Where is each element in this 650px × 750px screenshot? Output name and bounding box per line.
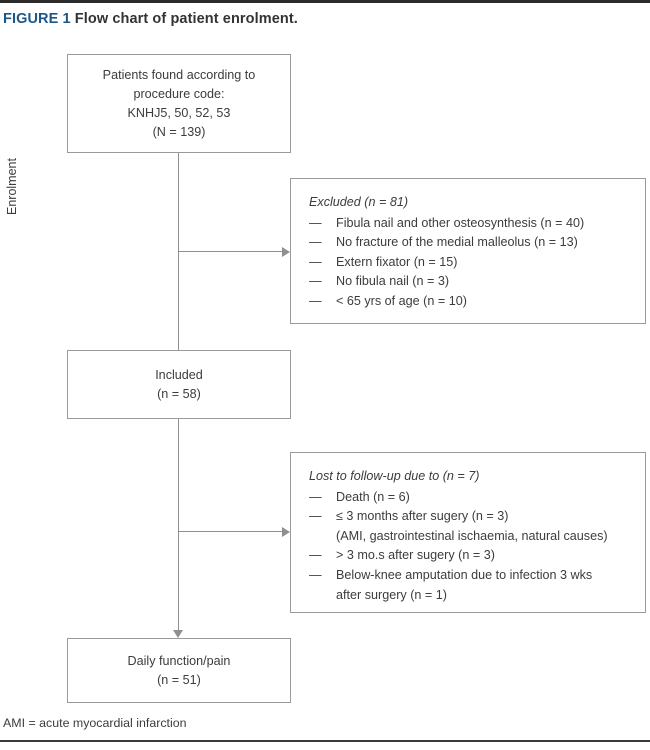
box-included-line-1: Included [155, 367, 203, 382]
box-lost-heading: Lost to follow-up due to (n = 7) [309, 469, 480, 483]
list-item-text: Below-knee amputation due to infection 3… [336, 567, 593, 582]
list-item: — < 65 yrs of age (n = 10) [309, 292, 631, 312]
dash-bullet-icon: — [309, 215, 322, 230]
list-item: — Below-knee amputation due to infection… [309, 566, 631, 605]
arrowhead-to-excluded-icon [282, 247, 290, 257]
list-item: — Fibula nail and other osteosynthesis (… [309, 214, 631, 234]
box-patients-found: Patients found according to procedure co… [67, 54, 291, 153]
box-patients-found-line-2: procedure code: [133, 86, 225, 101]
box-patients-found-line-4: (N = 139) [152, 124, 206, 139]
list-item: — No fibula nail (n = 3) [309, 272, 631, 292]
box-excluded: Excluded (n = 81) — Fibula nail and othe… [290, 178, 646, 324]
dash-bullet-icon: — [309, 235, 322, 250]
box-daily-function-pain: Daily function/pain (n = 51) [67, 638, 291, 703]
dash-bullet-icon: — [309, 293, 322, 308]
dash-bullet-icon: — [309, 567, 322, 582]
box-excluded-heading: Excluded (n = 81) [309, 195, 409, 209]
arrowhead-to-outcome-icon [173, 630, 183, 638]
figure-footnote: AMI = acute myocardial infarction [3, 716, 187, 730]
figure-caption: FIGURE 1 Flow chart of patient enrolment… [3, 11, 298, 27]
box-included-line-2: (n = 58) [157, 386, 201, 401]
list-item-continuation: after surgery (n = 1) [336, 587, 447, 602]
box-patients-found-line-1: Patients found according to [102, 67, 256, 82]
bottom-divider-rule [0, 740, 650, 742]
box-patients-found-line-3: KNHJ5, 50, 52, 53 [127, 105, 231, 120]
connector-included-to-outcome [178, 419, 179, 630]
box-lost-list: — Death (n = 6) — ≤ 3 months after suger… [309, 488, 631, 606]
enrolment-axis-label: Enrolment [5, 158, 19, 215]
box-outcome-line-1: Daily function/pain [127, 653, 231, 668]
list-item-text: > 3 mo.s after sugery (n = 3) [336, 548, 495, 563]
list-item-text: No fibula nail (n = 3) [336, 274, 450, 289]
list-item-text: < 65 yrs of age (n = 10) [336, 293, 467, 308]
figure-title-text: Flow chart of patient enrolment. [70, 11, 298, 27]
list-item-text: Fibula nail and other osteosynthesis (n … [336, 215, 585, 230]
list-item: — Extern fixator (n = 15) [309, 253, 631, 273]
list-item-continuation: (AMI, gastrointestinal ischaemia, natura… [336, 528, 608, 543]
list-item: — > 3 mo.s after sugery (n = 3) [309, 546, 631, 566]
dash-bullet-icon: — [309, 254, 322, 269]
figure-number-label: FIGURE 1 [3, 11, 71, 27]
connector-branch-to-lost [178, 531, 283, 532]
box-excluded-list: — Fibula nail and other osteosynthesis (… [309, 214, 631, 312]
box-outcome-line-2: (n = 51) [157, 672, 201, 687]
list-item-text: Death (n = 6) [336, 489, 410, 504]
arrowhead-to-lost-icon [282, 527, 290, 537]
dash-bullet-icon: — [309, 489, 322, 504]
box-lost-to-followup: Lost to follow-up due to (n = 7) — Death… [290, 452, 646, 613]
list-item: — ≤ 3 months after sugery (n = 3) (AMI, … [309, 507, 631, 546]
list-item: — Death (n = 6) [309, 488, 631, 508]
dash-bullet-icon: — [309, 548, 322, 563]
connector-branch-to-excluded [178, 251, 283, 252]
list-item-text: No fracture of the medial malleolus (n =… [336, 235, 578, 250]
list-item-text: ≤ 3 months after sugery (n = 3) [336, 509, 509, 524]
top-divider-rule [0, 0, 650, 3]
dash-bullet-icon: — [309, 509, 322, 524]
list-item: — No fracture of the medial malleolus (n… [309, 233, 631, 253]
list-item-text: Extern fixator (n = 15) [336, 254, 458, 269]
dash-bullet-icon: — [309, 274, 322, 289]
box-included: Included (n = 58) [67, 350, 291, 419]
